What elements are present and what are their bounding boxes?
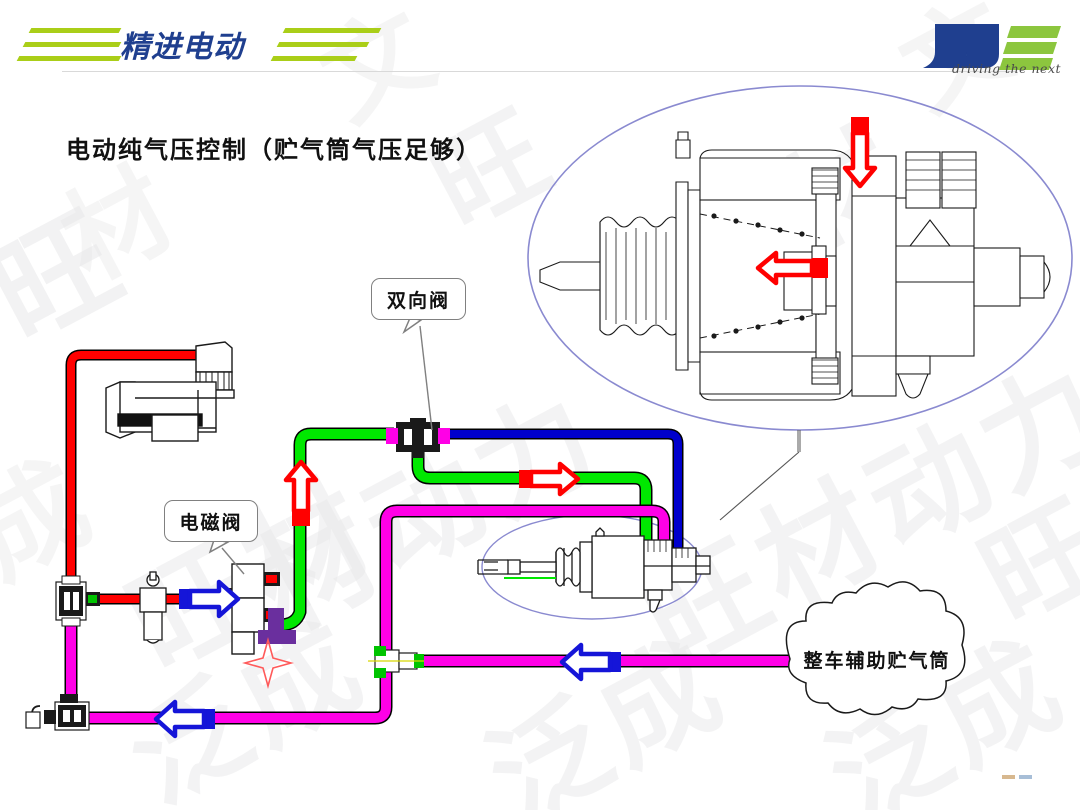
arrow-red-down-booster	[842, 117, 878, 189]
callout-solenoid-valve[interactable]: 电磁阀	[164, 500, 258, 542]
callout-air-reservoir[interactable]: 整车辅助贮气筒	[768, 624, 986, 694]
arrow-red-right-green-line	[519, 461, 581, 497]
arrow-red-up-green-line	[283, 459, 319, 526]
bidirectional-valve-body	[386, 418, 450, 458]
page-marker	[1002, 775, 1032, 779]
callout-bidirectional-valve[interactable]: 双向阀	[371, 278, 466, 320]
slide-header: 精进电动 driving the next	[0, 0, 1080, 82]
arrow-blue-left-lower	[153, 699, 215, 739]
tee-valve-bottom-mid	[368, 646, 424, 678]
air-compressor	[105, 341, 235, 442]
jje-logo-icon	[923, 24, 1061, 70]
arrow-red-left-booster	[755, 250, 828, 286]
pipe-magenta-supply	[379, 504, 671, 660]
logo-tagline: driving the next	[952, 61, 1062, 76]
air-dryer-filter	[139, 571, 167, 644]
callout-leader-solenoid	[221, 547, 245, 575]
callout-leader-bidirectional	[419, 325, 433, 431]
brand-title: 精进电动	[120, 30, 244, 65]
pipe-blue-return	[446, 428, 684, 558]
air-reservoir-cloud	[785, 581, 966, 716]
pipe-red-compressor	[65, 349, 196, 590]
pipe-green-main	[279, 427, 394, 632]
detail-leader-line-2	[719, 451, 800, 521]
red-star-marker	[242, 637, 294, 689]
arrow-blue-left-reservoir	[559, 642, 621, 682]
tee-valve-upper-left	[55, 575, 100, 627]
callout-air-reservoir-label: 整车辅助贮气筒	[803, 649, 951, 672]
arrow-blue-right-solenoid	[179, 579, 241, 619]
callout-solenoid-valve-label: 电磁阀	[179, 511, 243, 534]
tee-valve-lower-left	[25, 694, 90, 731]
page-title: 电动纯气压控制（贮气筒气压足够）	[66, 136, 482, 164]
brake-booster-small	[477, 527, 711, 613]
callout-bidirectional-valve-label: 双向阀	[386, 289, 450, 312]
detail-leader-line	[797, 430, 801, 452]
callout-tail-bidirectional	[402, 317, 423, 335]
header-divider	[62, 71, 1017, 72]
